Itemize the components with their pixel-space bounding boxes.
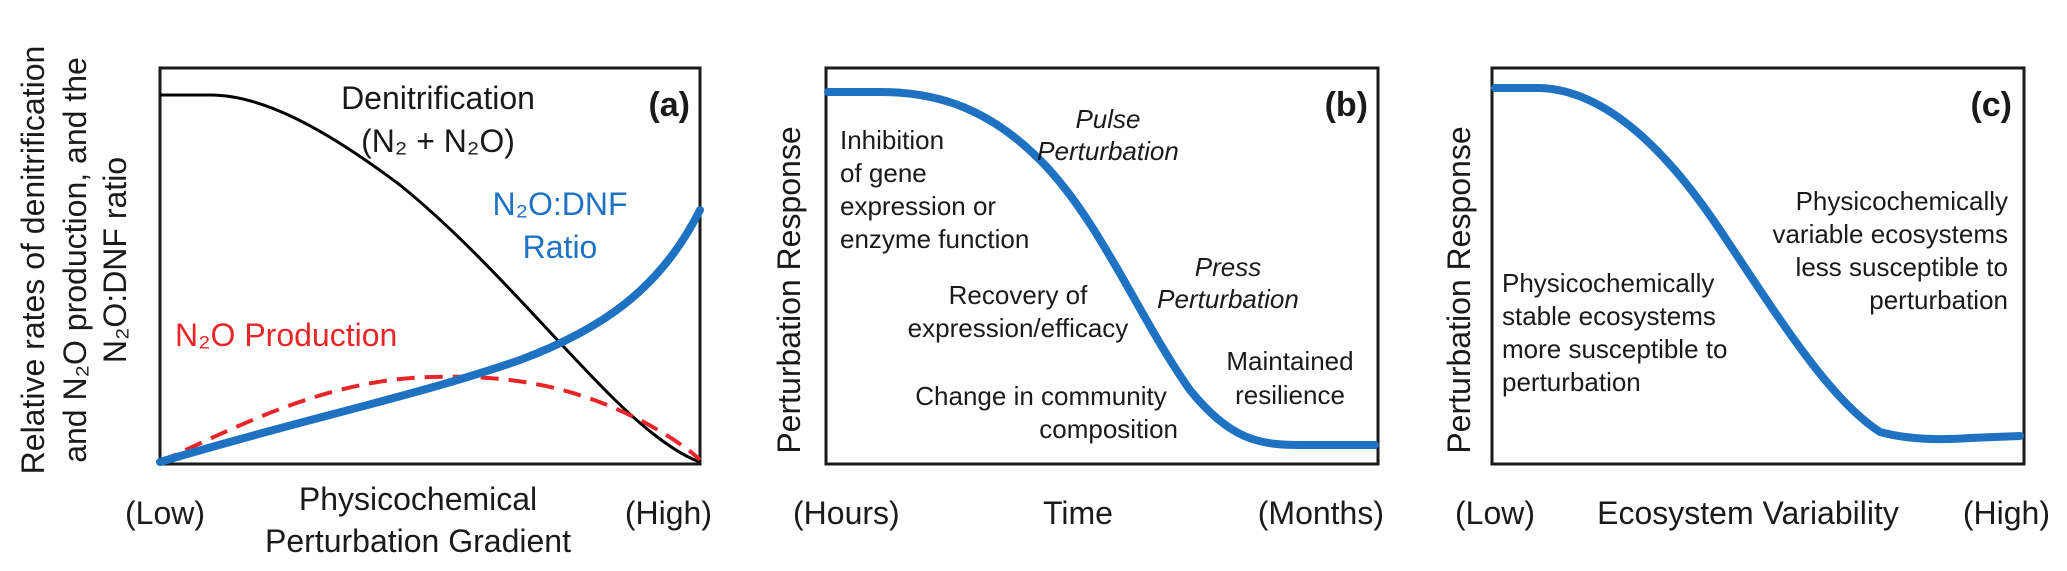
panel-a-x-low: (Low): [125, 495, 205, 531]
stable-line3: more susceptible to: [1502, 334, 1727, 364]
pulse-label-line1: Pulse: [1075, 104, 1140, 134]
n2o-production-label: N₂O Production: [175, 317, 397, 353]
panel-a-frame: [158, 66, 702, 466]
denitrification-label: Denitrification: [341, 80, 535, 116]
stable-line1: Physicochemically: [1502, 268, 1714, 298]
pulse-label-line2: Perturbation: [1037, 136, 1179, 166]
panel-a: Relative rates of denitrification and N₂…: [15, 46, 712, 559]
stable-line4: perturbation: [1502, 367, 1641, 397]
inhibition-line2: of gene: [840, 158, 927, 188]
maintained-line1: Maintained: [1226, 346, 1353, 376]
panel-c: Perturbation Response (c) Physicochemica…: [1441, 66, 2050, 531]
press-label-line2: Perturbation: [1157, 284, 1299, 314]
panel-c-response-curve: [1491, 84, 2024, 444]
panel-b-frame: [824, 66, 1380, 466]
maintained-line2: resilience: [1235, 380, 1345, 410]
change-line1: Change in community: [915, 381, 1166, 411]
press-label-line1: Press: [1195, 252, 1261, 282]
panel-c-x-low: (Low): [1455, 495, 1535, 531]
panel-b-y-label: Perturbation Response: [771, 126, 807, 453]
panel-a-y-label-line3: N₂O:DNF ratio: [97, 157, 133, 363]
panel-c-frame: [1490, 66, 2026, 466]
panel-c-tag: (c): [1970, 86, 2012, 124]
inhibition-line3: expression or: [840, 191, 996, 221]
change-line2: composition: [1039, 414, 1178, 444]
panel-a-y-label-line1: Relative rates of denitrification: [15, 46, 51, 475]
panel-a-tag: (a): [648, 86, 690, 124]
panel-a-x-high: (High): [625, 495, 712, 531]
stable-line2: stable ecosystems: [1502, 301, 1716, 331]
panel-b-x-low: (Hours): [793, 495, 900, 531]
inhibition-line4: enzyme function: [840, 224, 1029, 254]
ratio-label-line1: N₂O:DNF: [492, 186, 627, 222]
variable-line2: variable ecosystems: [1772, 219, 2008, 249]
denitrification-curve: [160, 93, 701, 464]
panel-c-x-high: (High): [1963, 495, 2050, 531]
panel-b-x-mid: Time: [1043, 495, 1113, 531]
variable-line4: perturbation: [1869, 285, 2008, 315]
panel-a-y-label-line2: and N₂O production, and the: [57, 57, 93, 463]
panel-b-tag: (b): [1325, 86, 1368, 124]
variable-line3: less susceptible to: [1796, 252, 2008, 282]
n2o-dnf-ratio-curve: [156, 206, 704, 466]
panel-c-y-label: Perturbation Response: [1441, 126, 1477, 453]
recovery-line1: Recovery of: [949, 280, 1088, 310]
panel-a-x-title-line2: Perturbation Gradient: [265, 523, 571, 559]
panel-b-response-curve: [824, 88, 1379, 449]
panel-b: Perturbation Response (b) Pulse Perturba…: [771, 66, 1384, 531]
ratio-label-line2: Ratio: [523, 229, 598, 265]
panel-b-x-high: (Months): [1258, 495, 1384, 531]
recovery-line2: expression/efficacy: [908, 313, 1129, 343]
panel-c-x-mid: Ecosystem Variability: [1597, 495, 1899, 531]
panel-a-x-title-line1: Physicochemical: [299, 481, 537, 517]
inhibition-line1: Inhibition: [840, 125, 944, 155]
n2o-production-curve: [159, 374, 702, 464]
denitrification-sublabel: (N₂ + N₂O): [361, 123, 515, 159]
variable-line1: Physicochemically: [1796, 186, 2008, 216]
